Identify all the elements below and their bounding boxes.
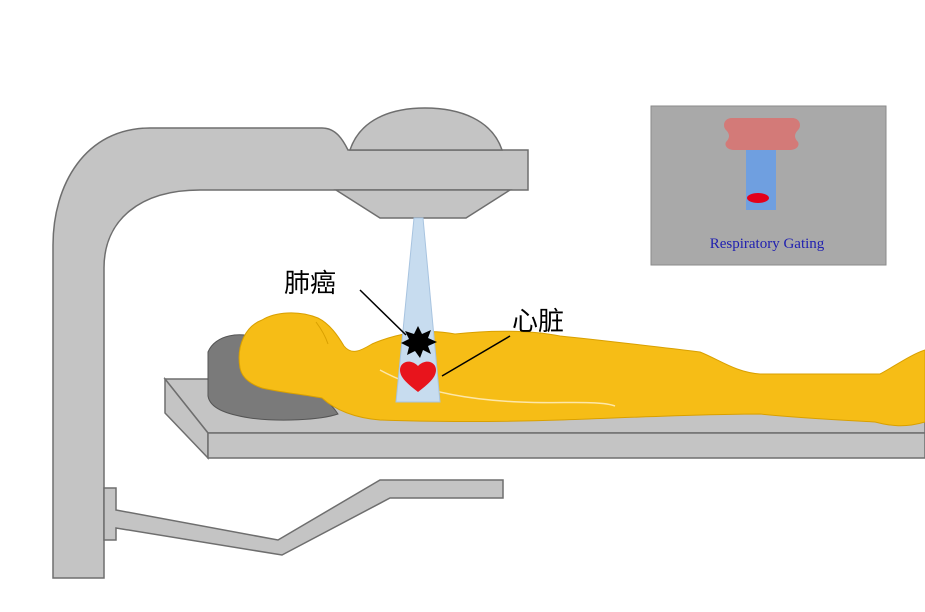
respiratory-gating-inset: Respiratory Gating [650, 105, 887, 266]
patient-ear-line [315, 321, 329, 345]
heart-label: 心脏 [512, 307, 564, 337]
radiation-beam [395, 217, 441, 403]
couch-side [207, 432, 925, 459]
inset-cap [724, 118, 800, 150]
lung-cancer-label: 肺癌 [284, 269, 336, 299]
support-bracket [103, 479, 504, 556]
treatment-head-dome [348, 107, 504, 151]
inset-caption: Respiratory Gating [710, 236, 825, 252]
patient-body [238, 312, 925, 427]
collimator [333, 189, 513, 219]
inset-target-dot [747, 193, 769, 203]
lung-cancer-leader [359, 289, 407, 336]
heart-icon [400, 361, 436, 392]
gantry-arm [52, 127, 529, 579]
heart-leader [441, 335, 511, 377]
tumor-icon [401, 326, 437, 358]
